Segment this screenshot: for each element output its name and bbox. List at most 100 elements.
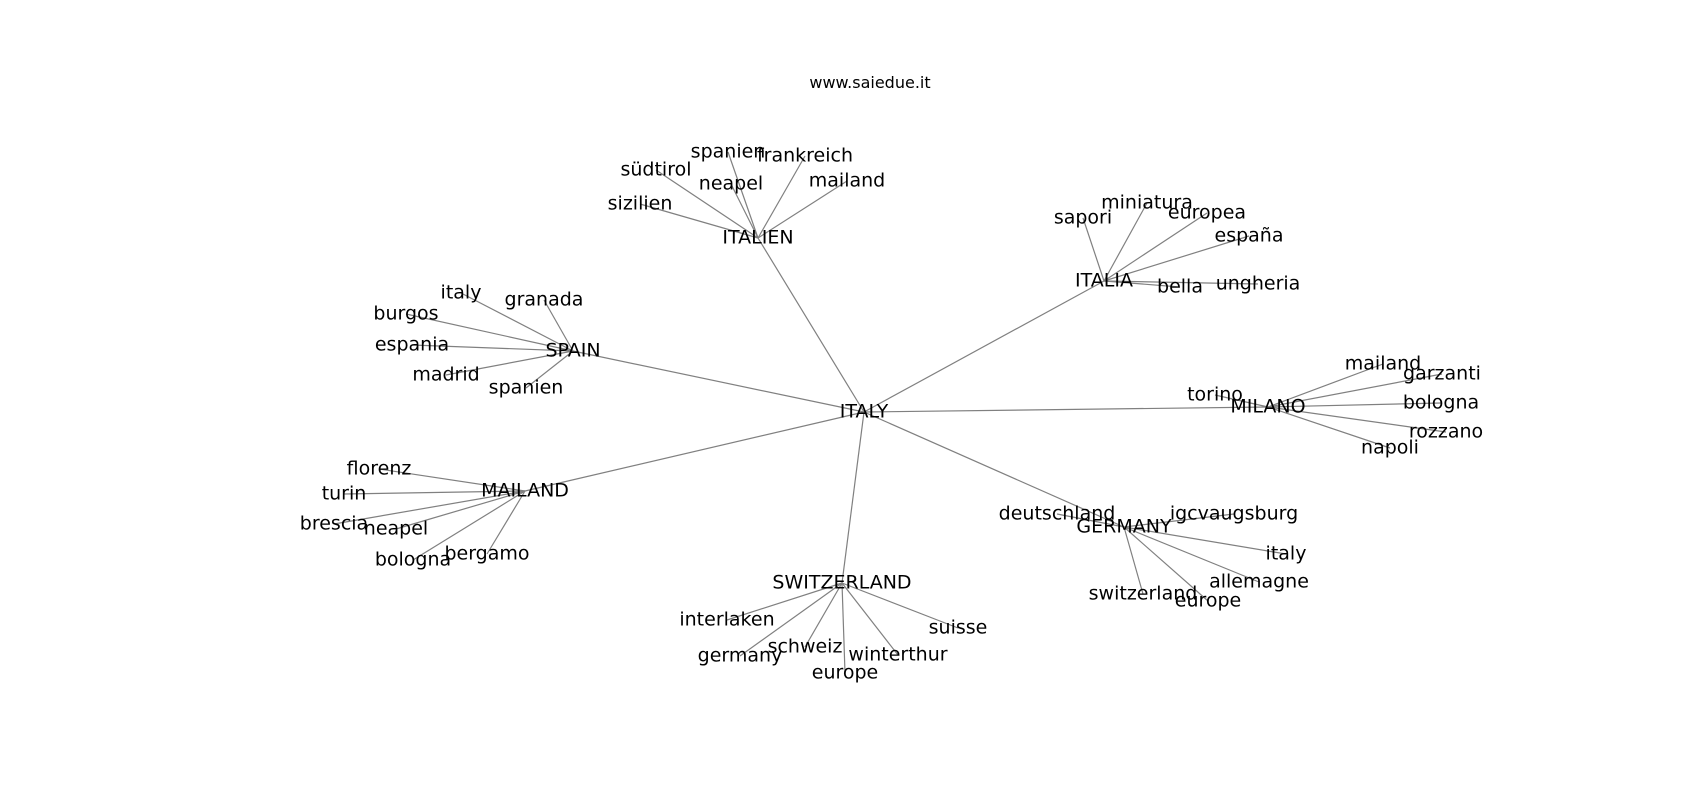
edge-root-milano (863, 406, 1269, 413)
leaf-node-label: südtirol (620, 159, 691, 181)
leaf-node-label: rozzano (1409, 421, 1483, 443)
edge-italia-leaf (1103, 280, 1259, 285)
leaf-node-label: spanien (691, 141, 766, 163)
leaf-node-label: schweiz (768, 636, 843, 658)
edge-switzerland-leaf (804, 582, 843, 648)
edge-germany-leaf (1123, 526, 1260, 583)
edge-root-italien (757, 237, 865, 413)
edge-root-germany (863, 411, 1125, 528)
leaf-node-label: españa (1215, 225, 1284, 247)
edge-spain-leaf (460, 292, 574, 352)
hub-node-mailand: MAILAND (481, 480, 569, 502)
leaf-node-label: europe (1175, 590, 1242, 612)
edge-mailand-leaf (343, 490, 526, 495)
leaf-node-label: bergamo (444, 543, 529, 565)
hub-node-switzerland: SWITZERLAND (772, 572, 911, 594)
edge-italia-leaf (1103, 202, 1148, 282)
edge-milano-leaf (1267, 402, 1442, 408)
edge-mailand-leaf (333, 490, 526, 525)
leaf-node-label: neapel (699, 173, 763, 195)
leaf-node-label: burgos (373, 303, 438, 325)
leaf-node-label: mailand (1345, 353, 1421, 375)
leaf-node-label: europe (812, 662, 879, 684)
leaf-node-label: napoli (1361, 437, 1419, 459)
edge-switzerland-leaf (841, 582, 959, 629)
leaf-node-label: turin (322, 483, 367, 505)
leaf-node-label: neapel (364, 518, 428, 540)
edge-switzerland-leaf (841, 582, 899, 656)
edge-milano-leaf (1267, 363, 1384, 408)
leaf-node-label: florenz (347, 458, 412, 480)
edge-switzerland-leaf (726, 582, 843, 621)
edge-root-mailand (524, 411, 865, 492)
edge-italien-leaf (727, 151, 759, 239)
leaf-node-label: mailand (809, 170, 885, 192)
leaf-node-label: bologna (375, 549, 451, 571)
hub-node-germany: GERMANY (1076, 516, 1172, 538)
graph-title: www.saiedue.it (809, 73, 930, 92)
edge-root-spain (572, 350, 865, 413)
edge-germany-leaf (1123, 526, 1287, 555)
edge-switzerland-leaf (841, 582, 846, 674)
leaf-node-label: sapori (1054, 207, 1112, 229)
leaf-node-label: winterthur (848, 644, 947, 666)
edge-root-italia (863, 280, 1105, 413)
leaf-node-label: brescia (300, 513, 368, 535)
edge-italien-leaf (757, 180, 848, 239)
leaf-node-label: switzerland (1089, 583, 1198, 605)
leaf-node-label: garzanti (1403, 363, 1481, 385)
leaf-node-label: germany (698, 645, 783, 667)
edge-milano-leaf (1267, 373, 1443, 408)
hub-node-milano: MILANO (1230, 396, 1305, 418)
edge-milano-leaf (1267, 406, 1391, 449)
edge-germany-leaf (1123, 526, 1144, 595)
edge-switzerland-leaf (739, 582, 843, 657)
root-node-label: ITALY (840, 401, 889, 423)
edge-italia-leaf (1103, 280, 1181, 288)
edge-spain-leaf (445, 350, 574, 376)
leaf-node-label: spanien (489, 377, 564, 399)
leaf-node-label: interlaken (679, 609, 774, 631)
leaf-node-label: miniatura (1101, 192, 1193, 214)
edge-germany-leaf (1123, 526, 1209, 602)
leaf-node-label: frankreich (757, 145, 853, 167)
leaf-node-label: ungheria (1216, 273, 1301, 295)
leaf-node-label: sizilien (608, 193, 673, 215)
leaf-node-label: espania (375, 334, 449, 356)
hub-node-italien: ITALIEN (722, 227, 793, 249)
edge-spain-leaf (411, 344, 574, 352)
edge-spain-leaf (543, 299, 574, 352)
leaf-node-label: suisse (929, 617, 988, 639)
edges-layer (333, 151, 1447, 674)
edge-germany-leaf (1123, 513, 1235, 528)
leaf-node-label: europea (1168, 202, 1246, 224)
edge-root-switzerland (841, 411, 865, 584)
leaf-node-label: granada (505, 289, 584, 311)
leaf-node-label: madrid (412, 364, 479, 386)
hub-node-spain: SPAIN (545, 340, 600, 362)
edge-italien-leaf (757, 155, 806, 239)
edge-italia-leaf (1103, 235, 1250, 282)
edge-italien-leaf (639, 203, 759, 239)
edge-milano-leaf (1267, 406, 1447, 433)
edge-mailand-leaf (378, 468, 526, 492)
edge-spain-leaf (525, 350, 574, 389)
edge-germany-leaf (1056, 513, 1125, 528)
edge-mailand-leaf (395, 490, 526, 530)
edge-spain-leaf (405, 313, 574, 352)
leaf-node-label: torino (1187, 384, 1243, 406)
leaf-node-label: deutschland (999, 503, 1116, 525)
leaf-node-label: italy (1266, 543, 1307, 565)
edge-mailand-leaf (486, 490, 526, 555)
edge-italien-leaf (730, 183, 759, 239)
leaf-node-label: italy (441, 282, 482, 304)
leaf-node-label: bella (1157, 276, 1203, 298)
edge-mailand-leaf (412, 490, 526, 561)
leaf-node-label: allemagne (1209, 571, 1309, 593)
leaf-node-label: igcvaugsburg (1170, 503, 1298, 525)
edge-italia-leaf (1082, 217, 1105, 282)
edge-italia-leaf (1103, 212, 1208, 282)
hub-node-italia: ITALIA (1075, 270, 1133, 292)
edge-italien-leaf (655, 169, 759, 239)
